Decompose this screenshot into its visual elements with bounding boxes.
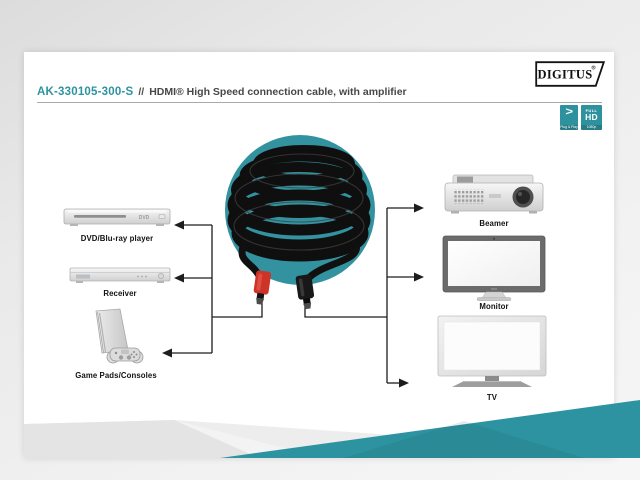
plug-and-play-label: Plug & Play [560, 124, 578, 130]
gamepad [106, 347, 144, 364]
game-console-icon [95, 308, 144, 364]
monitor-label: Monitor [479, 302, 509, 311]
header-rule [37, 102, 602, 103]
arrow-monitor-icon [414, 272, 424, 282]
beamer-label: Beamer [479, 219, 509, 228]
hdmi-connector-red [253, 270, 271, 305]
digitus-logo-frame: DIGITUS ® [535, 61, 606, 87]
teal-wedge [220, 400, 640, 458]
tv-icon [437, 315, 547, 387]
game-console-label: Game Pads/Consoles [75, 371, 157, 380]
product-code: AK-330105-300-S [37, 86, 134, 98]
product-title: HDMI® High Speed connection cable, with … [149, 86, 407, 98]
digitus-logo: DIGITUS ® [535, 61, 606, 87]
hdmi-connector-black [295, 274, 315, 310]
cable-coil [227, 145, 371, 262]
full-hd-badge: FULL HD 1080p [581, 105, 602, 130]
teal-facet [344, 421, 584, 458]
tv-label: TV [486, 393, 498, 402]
logo-border [535, 61, 606, 87]
cable-right-end [304, 240, 360, 283]
header: AK-330105-300-S // HDMI® High Speed connec… [37, 82, 407, 100]
header-separator: // [138, 86, 145, 98]
full-hd-line2: HD [585, 111, 598, 122]
arrow-tv-icon [399, 378, 409, 388]
arrow-receiver-icon [174, 273, 184, 283]
cable-image [225, 135, 375, 310]
logo-text: DIGITUS [538, 68, 593, 82]
cable-highlights [233, 153, 365, 251]
arrow-dvd-icon [174, 220, 184, 230]
arrow-beamer-icon [414, 203, 424, 213]
receiver-label: Receiver [103, 289, 137, 298]
plug-and-play-badge: > Plug & Play [560, 105, 578, 130]
dvd-player-icon: DVD [63, 208, 171, 226]
full-hd-label: 1080p [581, 124, 602, 130]
registered-mark: ® [592, 65, 596, 72]
full-hd-line1: FULL [585, 107, 598, 113]
bottom-decoration [24, 400, 640, 458]
monitor-icon [442, 235, 546, 301]
dvd-player-label: DVD/Blu-ray player [80, 234, 154, 243]
play-arrow-icon: > [565, 106, 573, 118]
light-facet [174, 420, 324, 458]
svg-text:DVD: DVD [139, 215, 150, 221]
arrow-console-icon [162, 348, 172, 358]
beamer-icon [444, 174, 544, 214]
product-card: AK-330105-300-S // HDMI® High Speed connec… [24, 52, 614, 458]
feature-badges: > Plug & Play FULL HD 1080p [560, 105, 602, 130]
receiver-icon [69, 267, 171, 283]
